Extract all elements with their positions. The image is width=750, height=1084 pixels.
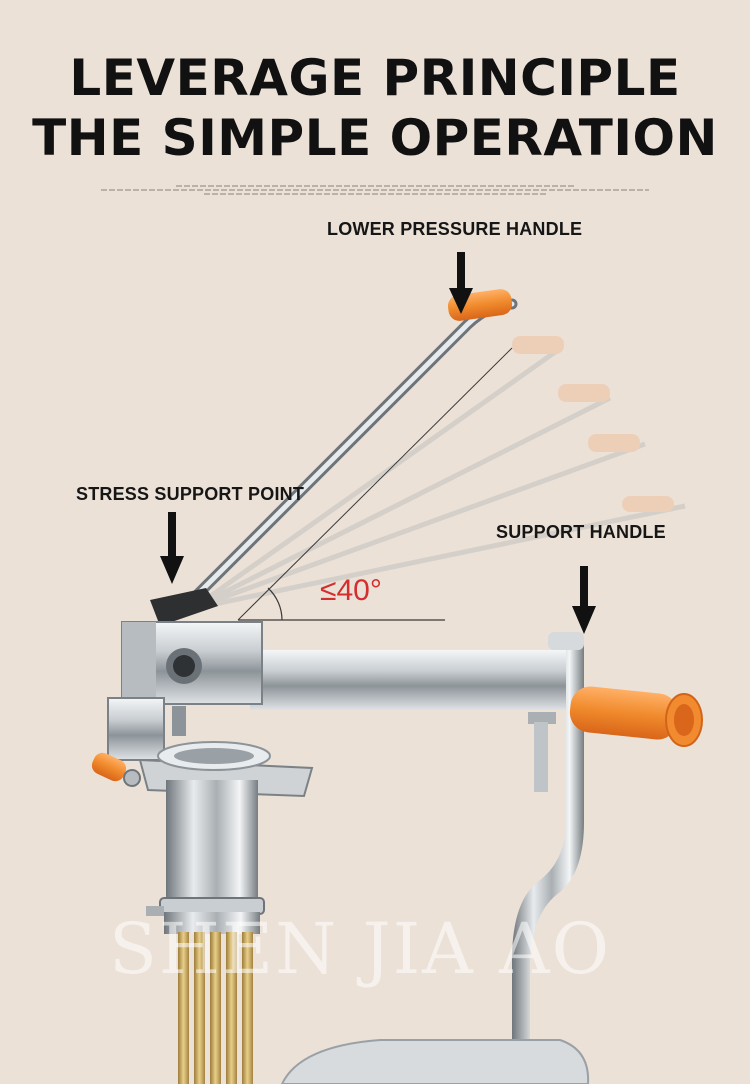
base-plate [280,1039,590,1084]
extrusion-cylinder [146,780,265,934]
horizontal-arm [250,650,566,710]
angle-arc-icon [267,587,283,621]
fine-print-line [204,193,546,195]
side-lever-knob [91,752,127,782]
stress-support-point-label: STRESS SUPPORT POINT [76,484,305,504]
fine-print-line [101,189,649,191]
lower-pressure-handle-label: LOWER PRESSURE HANDLE [327,219,583,239]
down-arrow-icon [449,252,473,314]
down-arrow-icon [160,512,184,584]
title-line-1: LEVERAGE PRINCIPLE [69,49,681,107]
down-arrow-icon [572,566,596,634]
watermark: SHEN JIA AO [108,908,612,990]
fine-print-decoration [90,183,660,197]
fine-print-line [175,185,575,187]
noodles [178,932,253,1084]
support-handle-grip [569,686,703,747]
title-line-2: THE SIMPLE OPERATION [32,109,718,167]
press-head [107,588,263,761]
angle-indicator [237,347,513,621]
support-post [512,632,584,1084]
support-handle-label: SUPPORT HANDLE [496,522,666,542]
ghost-handle-positions [203,336,686,609]
angle-readout: ≤40° [320,574,382,607]
